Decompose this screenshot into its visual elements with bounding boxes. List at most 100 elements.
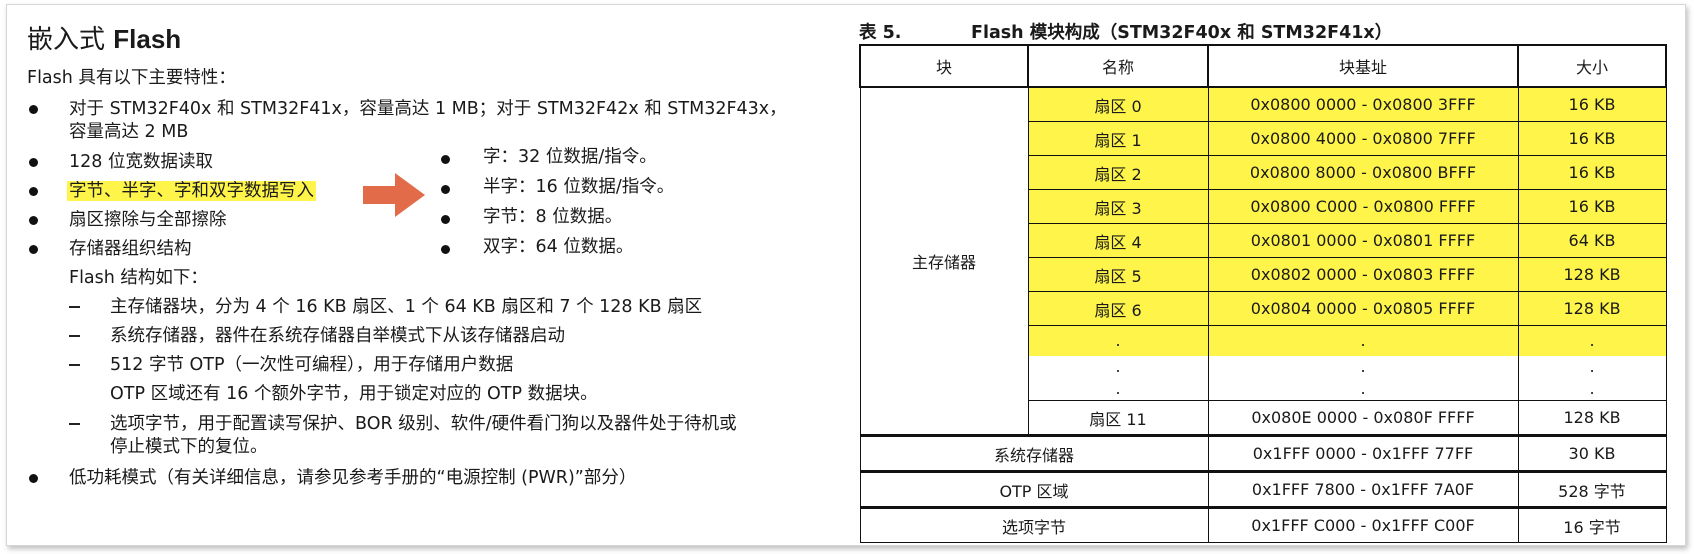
ellipsis-cell: . (1207, 378, 1519, 401)
sector-address: 0x0804 0000 - 0x0805 FFFF (1207, 291, 1519, 326)
sector-address: 0x0800 4000 - 0x0800 7FFF (1207, 121, 1519, 156)
sector-name: 扇区 5 (1027, 257, 1209, 292)
sector-name: 扇区 11 (1027, 400, 1209, 437)
bullet-dot-icon (441, 185, 450, 194)
right-arrow-icon (363, 173, 425, 217)
bullet-dot-icon (29, 187, 38, 196)
main-memory-cell: 主存储器 (859, 86, 1029, 437)
flash-module-table: 块 名称 块基址 大小 主存储器 扇区 0 0x0800 0000 - 0x08… (859, 44, 1667, 543)
bullet-capacity-cont: 容量高达 2 MB (69, 122, 189, 142)
sector-name: 扇区 0 (1027, 86, 1209, 122)
sector-size: 128 KB (1517, 291, 1667, 326)
document-page: 嵌入式 Flash Flash 具有以下主要特性： 对于 STM32F40x 和… (6, 4, 1686, 546)
page-title: 嵌入式 Flash (27, 24, 182, 55)
header-base-address: 块基址 (1207, 44, 1519, 88)
bullet-dot-icon (441, 215, 450, 224)
table-row: 选项字节 0x1FFF C000 - 0x1FFF C00F 16 字节 (859, 507, 1667, 543)
bullet-dot-icon (29, 245, 38, 254)
block-address: 0x1FFF 0000 - 0x1FFF 77FF (1207, 435, 1519, 473)
sector-address: 0x0800 0000 - 0x0800 3FFF (1207, 86, 1519, 122)
sector-address: 0x0802 0000 - 0x0803 FFFF (1207, 257, 1519, 292)
dash-system-memory: 系统存储器，器件在系统存储器自举模式下从该存储器启动 (110, 326, 565, 346)
block-name: 系统存储器 (859, 435, 1209, 473)
table-row: 扇区 11 0x080E 0000 - 0x080F FFFF 128 KB (860, 400, 1667, 437)
block-name: OTP 区域 (859, 471, 1209, 509)
sector-size: 128 KB (1517, 400, 1667, 437)
header-size: 大小 (1517, 44, 1667, 88)
ellipsis-cell: . (1517, 356, 1667, 378)
table-row: 扇区 6 0x0804 0000 - 0x0805 FFFF 128 KB (860, 291, 1667, 326)
block-size: 16 字节 (1517, 507, 1667, 543)
sector-name: 扇区 6 (1027, 291, 1209, 326)
sector-name: 扇区 2 (1027, 155, 1209, 190)
table-number: 表 5. (859, 23, 902, 43)
sector-address: 0x0800 8000 - 0x0800 BFFF (1207, 155, 1519, 190)
table-row: 扇区 2 0x0800 8000 - 0x0800 BFFF 16 KB (860, 155, 1667, 190)
bullet-low-power: 低功耗模式（有关详细信息，请参见参考手册的“电源控制 (PWR)”部分） (69, 468, 637, 488)
sector-address: 0x0800 C000 - 0x0800 FFFF (1207, 189, 1519, 224)
ellipsis-row: . . . (860, 378, 1667, 401)
dash-otp: 512 字节 OTP（一次性可编程），用于存储用户数据 (110, 355, 514, 375)
bullet-dot-icon (29, 216, 38, 225)
sector-address: 0x0801 0000 - 0x0801 FFFF (1207, 223, 1519, 258)
table-row: 扇区 5 0x0802 0000 - 0x0803 FFFF 128 KB (860, 257, 1667, 292)
sector-name: 扇区 4 (1027, 223, 1209, 258)
sector-name: 扇区 3 (1027, 189, 1209, 224)
block-name: 选项字节 (859, 507, 1209, 543)
block-size: 30 KB (1517, 435, 1667, 473)
ellipsis-cell: . (1027, 378, 1209, 401)
dash-icon (69, 306, 80, 308)
bullet-capacity: 对于 STM32F40x 和 STM32F41x，容量高达 1 MB；对于 ST… (69, 99, 787, 119)
dash-icon (69, 423, 80, 425)
bullet-dot-icon (441, 245, 450, 254)
table-header-row: 块 名称 块基址 大小 (859, 44, 1667, 88)
bullet-dot-icon (29, 158, 38, 167)
sector-address: 0x080E 0000 - 0x080F FFFF (1207, 400, 1519, 437)
bullet-dot-icon (29, 105, 38, 114)
bullet-dot-icon (29, 474, 38, 483)
ellipsis-cell: . (1207, 356, 1519, 378)
bullet-write: 字节、半字、字和双字数据写入 (67, 180, 316, 202)
block-size: 528 字节 (1517, 471, 1667, 509)
table-row: OTP 区域 0x1FFF 7800 - 0x1FFF 7A0F 528 字节 (859, 471, 1667, 509)
ellipsis-row: . . . (860, 356, 1667, 378)
dash-option-bytes-cont: 停止模式下的复位。 (110, 437, 268, 457)
dash-otp-cont: OTP 区域还有 16 个额外字节，用于锁定对应的 OTP 数据块。 (110, 384, 598, 404)
sector-size: 128 KB (1517, 257, 1667, 292)
ellipsis-cell: . (1027, 325, 1209, 356)
ellipsis-cell: . (1517, 378, 1667, 401)
dash-option-bytes: 选项字节，用于配置读写保护、BOR 级别、软件/硬件看门狗以及器件处于待机或 (110, 414, 737, 434)
sector-size: 16 KB (1517, 121, 1667, 156)
sector-size: 16 KB (1517, 189, 1667, 224)
dash-icon (69, 364, 80, 366)
table-row: 扇区 1 0x0800 4000 - 0x0800 7FFF 16 KB (860, 121, 1667, 156)
block-address: 0x1FFF C000 - 0x1FFF C00F (1207, 507, 1519, 543)
header-name: 名称 (1027, 44, 1209, 88)
intro-text: Flash 具有以下主要特性： (27, 68, 236, 88)
bullet-erase: 扇区擦除与全部擦除 (69, 210, 227, 230)
sub-bullet-doubleword: 双字：64 位数据。 (483, 237, 634, 257)
table-row: 主存储器 扇区 0 0x0800 0000 - 0x0800 3FFF 16 K… (859, 86, 1667, 437)
sector-name: 扇区 1 (1027, 121, 1209, 156)
highlighted-text: 字节、半字、字和双字数据写入 (67, 181, 316, 201)
sub-bullet-byte: 字节：8 位数据。 (483, 207, 623, 227)
bullet-read-width: 128 位宽数据读取 (69, 152, 213, 172)
table-row: 系统存储器 0x1FFF 0000 - 0x1FFF 77FF 30 KB (859, 435, 1667, 473)
ellipsis-row: . . . (860, 325, 1667, 356)
sector-size: 64 KB (1517, 223, 1667, 258)
bullet-dot-icon (441, 155, 450, 164)
sub-bullet-halfword: 半字：16 位数据/指令。 (483, 177, 675, 197)
table-title: Flash 模块构成（STM32F40x 和 STM32F41x） (971, 23, 1393, 43)
ellipsis-cell: . (1517, 325, 1667, 356)
sector-size: 16 KB (1517, 155, 1667, 190)
dash-icon (69, 335, 80, 337)
structure-intro: Flash 结构如下： (69, 268, 208, 288)
table-row: 扇区 4 0x0801 0000 - 0x0801 FFFF 64 KB (860, 223, 1667, 258)
header-block: 块 (859, 44, 1029, 88)
sub-bullet-word: 字：32 位数据/指令。 (483, 147, 657, 167)
bullet-organization: 存储器组织结构 (69, 239, 192, 259)
ellipsis-cell: . (1207, 325, 1519, 356)
ellipsis-cell: . (1027, 356, 1209, 378)
block-address: 0x1FFF 7800 - 0x1FFF 7A0F (1207, 471, 1519, 509)
sector-size: 16 KB (1517, 86, 1667, 122)
